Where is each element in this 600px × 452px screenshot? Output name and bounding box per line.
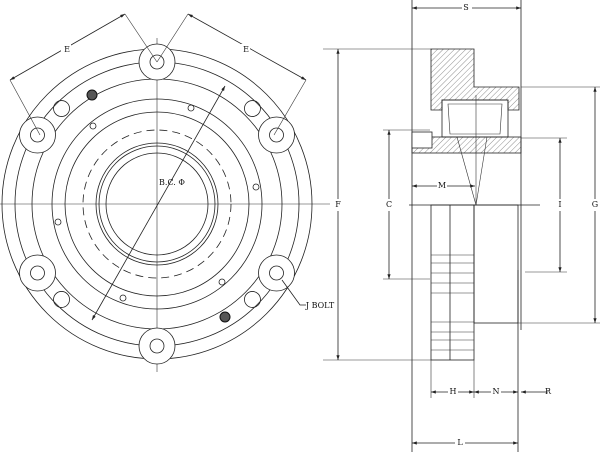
j-bolt-leader [281,279,306,306]
mounting-hole [244,100,261,117]
set-screw-icon [187,104,195,112]
set-screw-icon [89,122,97,130]
bolt-circle-label: B.C. Φ [159,178,185,187]
bolt-hole [149,338,165,354]
m-label: M [438,181,446,190]
e-left-ext [9,79,41,136]
e-mid-ext [124,13,158,63]
bolt-hole [30,265,45,281]
s-label: S [463,3,468,12]
flange-lower-section [430,204,475,361]
roller [447,103,503,135]
r-label: R [545,387,552,396]
set-screw-icon [252,183,260,191]
set-screw-icon [119,294,127,302]
e-right-label: E [243,45,249,54]
grease-fitting-icon [219,311,231,323]
flange-lobe [19,116,56,154]
mounting-hole [53,100,70,117]
side-view: S F C M I G [323,0,600,452]
mounting-hole [53,291,70,308]
j-bolt-label: J BOLT [305,301,335,310]
e-right-ext [273,79,307,136]
h-label: H [450,387,457,396]
bc-diameter-line [91,85,226,321]
bearing-roller-section [441,99,509,138]
flange-lobe [258,116,295,154]
housing-lower-section [473,204,519,324]
mounting-hole [244,291,261,308]
set-screw-icon [54,218,62,226]
set-collar [411,131,433,149]
grease-fitting-icon [86,89,98,101]
housing-section [430,48,520,111]
bolt-hole [30,127,45,143]
bolt-hole [269,127,284,143]
l-label: L [457,438,463,447]
set-screw-icon [218,278,226,286]
bolt-hole [269,265,284,281]
flange-lobe [138,327,176,365]
bolt-hole [149,54,165,70]
c-label: C [386,200,392,209]
e-left-label: E [64,45,70,54]
g-label: G [592,200,598,209]
f-label: F [335,200,341,209]
toothed-ring [82,129,232,279]
flange-lobe [19,254,56,292]
n-label: N [493,387,500,396]
front-view: B.C. Φ E E J BOLT [0,13,335,372]
flange-lobe [258,254,295,292]
i-label: I [558,200,561,209]
e-mid-ext-2 [156,13,189,63]
